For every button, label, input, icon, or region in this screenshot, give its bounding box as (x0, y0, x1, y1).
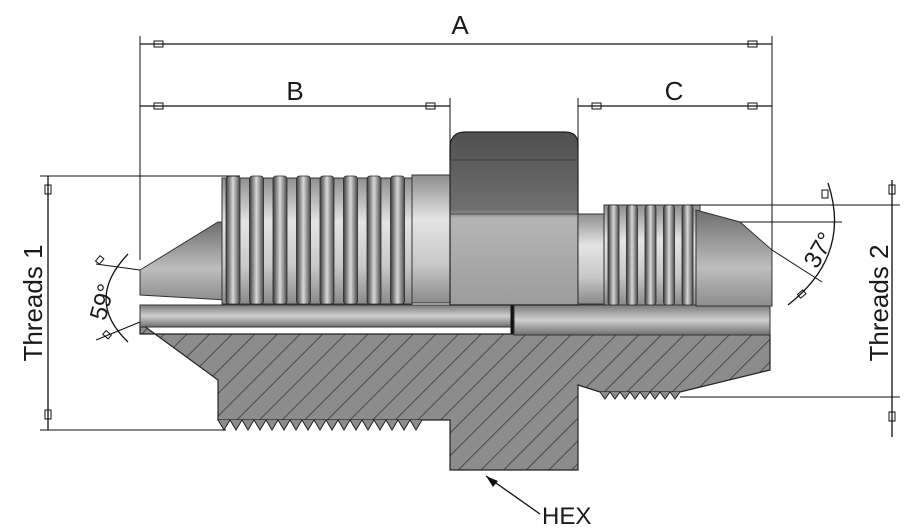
threads-2-label: Threads 2 (864, 244, 894, 361)
right-nose (695, 209, 773, 307)
thread-crest (663, 204, 675, 306)
thread-crest (681, 204, 694, 306)
thread-crest (249, 175, 264, 305)
thread-crest (343, 175, 358, 305)
thread-crest (644, 204, 657, 306)
thread-crest (607, 204, 620, 306)
thread-crest (319, 175, 335, 305)
right-neck (577, 213, 609, 305)
dimension-b-label: B (286, 76, 303, 106)
thread-crest (225, 175, 241, 305)
hex-callout-label: HEX (542, 503, 591, 530)
left-threads (225, 175, 405, 305)
bore-left (139, 304, 513, 328)
thread-crest (272, 175, 288, 305)
dimension-lines (40, 36, 900, 515)
thread-crest (390, 175, 405, 305)
left-cone (139, 221, 227, 301)
section-teeth-left (217, 419, 423, 431)
dimension-c-label: C (665, 76, 684, 106)
thread-crest (366, 175, 382, 305)
bore-right (513, 304, 771, 336)
section-teeth-right (599, 391, 681, 400)
thread-crest (626, 204, 638, 306)
thread-crest (296, 175, 311, 305)
right-threads (607, 204, 694, 306)
dimension-a-label: A (451, 10, 469, 40)
hex-nut (449, 131, 579, 306)
left-neck (411, 174, 453, 304)
section-view (139, 321, 771, 471)
angle-59-label: 59° (85, 281, 120, 323)
threads-1-label: Threads 1 (18, 244, 48, 361)
